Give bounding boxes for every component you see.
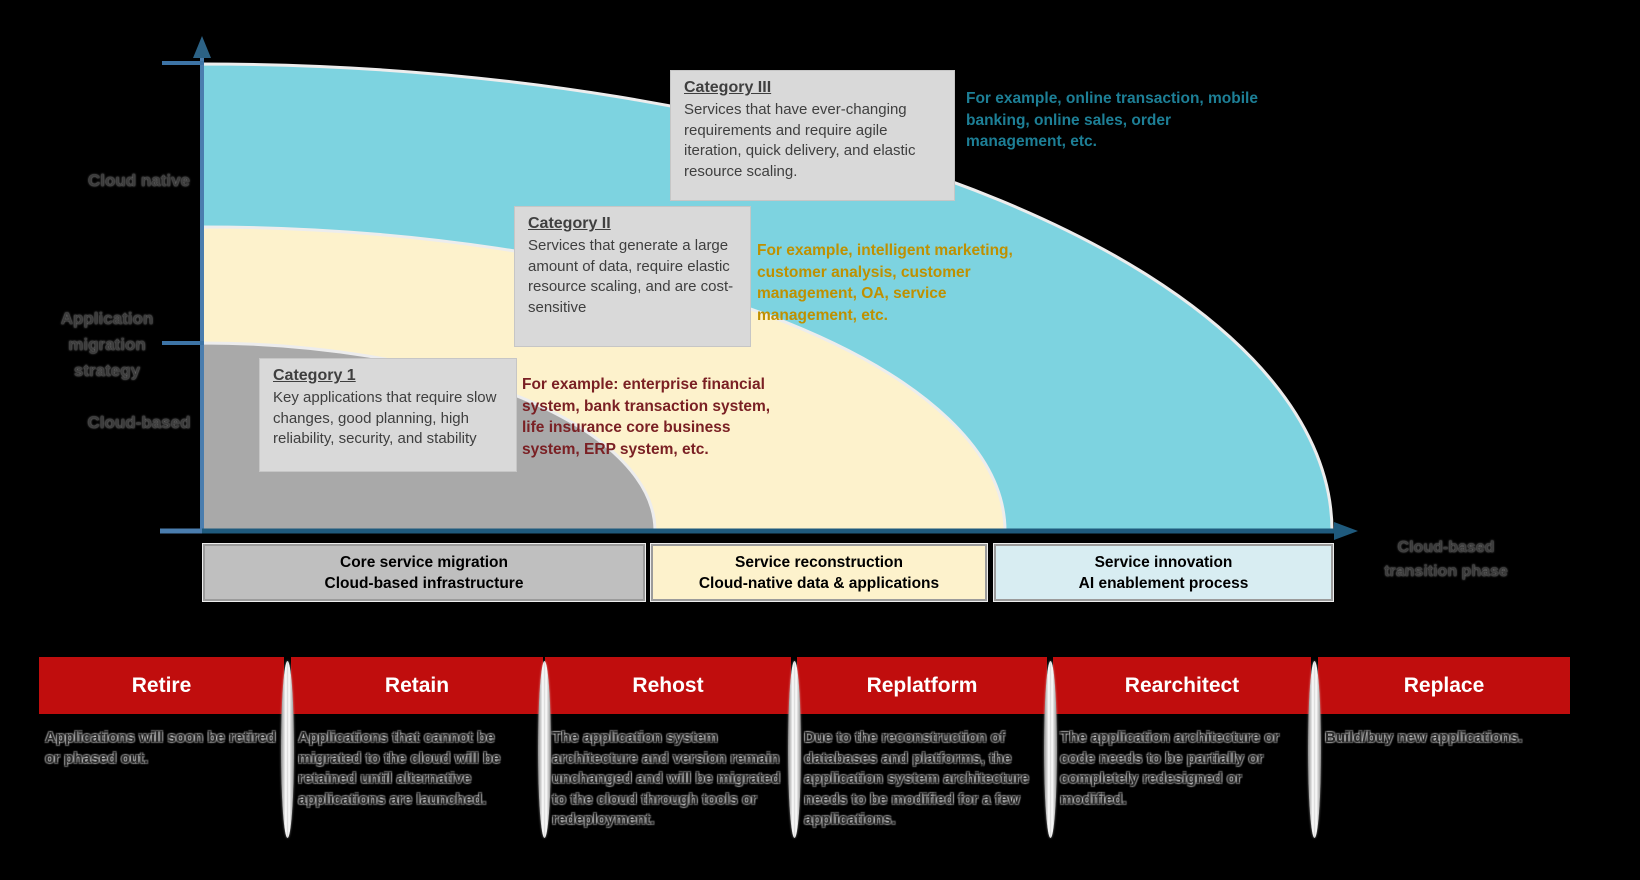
- category-3-examples: For example, online transaction, mobile …: [966, 90, 1258, 150]
- strategy-description-retire: Applications will soon be retired or pha…: [45, 729, 276, 767]
- category-1-description: Key applications that require slow chang…: [273, 389, 497, 447]
- strategy-description-rearchitect: The application architecture or code nee…: [1060, 729, 1280, 808]
- strategy-description-replace: Build/buy new applications.: [1325, 729, 1523, 746]
- strategy-description-replatform: Due to the reconstruction of databases a…: [804, 729, 1030, 828]
- category-1-title: Category 1: [273, 367, 356, 384]
- column-separator-icon: [281, 661, 294, 838]
- strategy-header-replatform: Replatform: [797, 657, 1047, 714]
- y-axis-arrow: [193, 36, 211, 58]
- phase-service-reconstruction: Service reconstruction Cloud-native data…: [651, 544, 987, 601]
- y-axis-label-cloud-based: Cloud-based: [87, 413, 191, 432]
- category-1-box: Category 1 Key applications that require…: [259, 358, 517, 472]
- strategy-description-rehost: The application system architecture and …: [552, 729, 781, 828]
- phase-1-line2: Cloud-based infrastructure: [324, 574, 524, 592]
- phase-2-line1: Service reconstruction: [735, 553, 903, 571]
- category-2-title: Category II: [528, 215, 611, 232]
- phase-core-service-migration: Core service migration Cloud-based infra…: [203, 544, 645, 601]
- y-axis-label-application-migration-strategy: Application migration strategy: [60, 309, 154, 380]
- category-3-title: Category III: [684, 79, 772, 96]
- strategy-header-replace: Replace: [1318, 657, 1570, 714]
- x-axis-arrow: [1334, 522, 1358, 540]
- category-3-description: Services that have ever-changing require…: [684, 101, 916, 180]
- strategy-header-rehost: Rehost: [545, 657, 791, 714]
- phase-1-line1: Core service migration: [340, 553, 508, 571]
- phase-3-line1: Service innovation: [1094, 553, 1233, 571]
- phase-service-innovation: Service innovation AI enablement process: [994, 544, 1333, 601]
- category-1-examples: For example: enterprise financial system…: [522, 376, 771, 458]
- category-2-examples: For example, intelligent marketing, cust…: [757, 242, 1013, 324]
- category-2-description: Services that generate a large amount of…: [528, 237, 734, 316]
- strategy-header-rearchitect: Rearchitect: [1053, 657, 1311, 714]
- phase-3-line2: AI enablement process: [1078, 574, 1249, 592]
- strategy-description-retain: Applications that cannot be migrated to …: [298, 729, 501, 808]
- column-separator-icon: [1044, 661, 1057, 838]
- x-axis-label: Cloud-based transition phase: [1384, 539, 1508, 580]
- strategy-header-retain: Retain: [291, 657, 543, 714]
- column-separator-icon: [538, 661, 551, 838]
- column-separator-icon: [788, 661, 801, 838]
- y-axis-label-cloud-native: Cloud native: [87, 171, 190, 190]
- strategy-header-retire: Retire: [39, 657, 284, 714]
- phase-2-line2: Cloud-native data & applications: [698, 574, 940, 592]
- category-3-box: Category III Services that have ever-cha…: [670, 70, 955, 201]
- category-2-box: Category II Services that generate a lar…: [514, 206, 751, 347]
- column-separator-icon: [1308, 661, 1321, 838]
